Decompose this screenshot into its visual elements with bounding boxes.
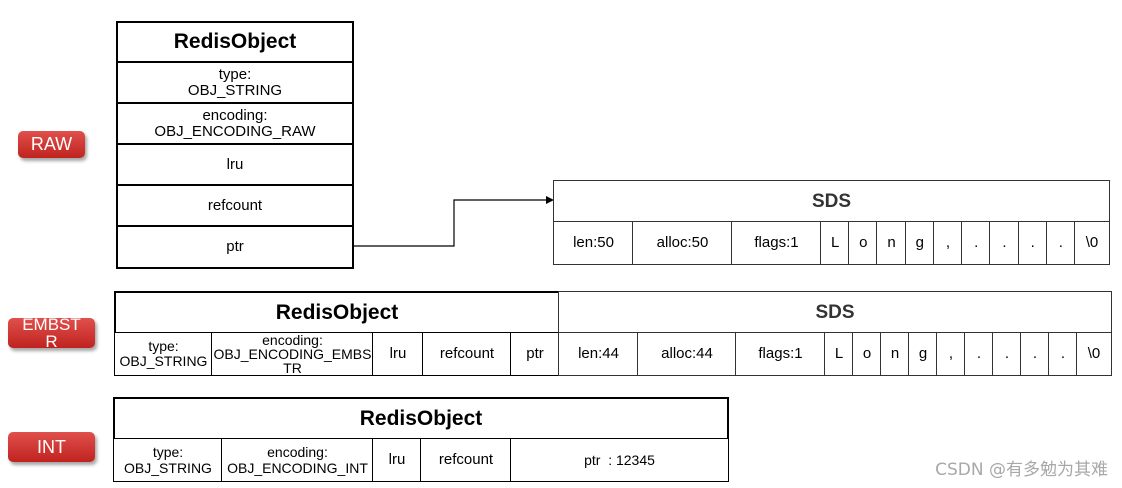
watermark: CSDN @有多勉为其难 [935, 460, 1108, 480]
raw-sds-len: len:50 [553, 221, 634, 265]
int-type-field: type: OBJ_STRING [113, 438, 223, 482]
raw-sds-alloc: alloc:50 [632, 221, 733, 265]
embstr-sds-flags: flags:1 [735, 332, 826, 376]
int-type-label: type: [152, 444, 184, 460]
embstr-lru-field: lru [372, 332, 424, 376]
raw-redisobject-title: RedisObject [116, 21, 354, 63]
int-redisobject-title: RedisObject [113, 397, 729, 440]
raw-sds-char-cell: . [1045, 221, 1076, 265]
embstr-sds-len: len:44 [558, 332, 639, 376]
raw-encoding-value: OBJ_ENCODING_RAW [154, 122, 316, 140]
embstr-encoding-field: encoding: OBJ_ENCODING_EMBSTR [211, 332, 374, 376]
embstr-sds-char-cell: n [880, 332, 910, 376]
raw-sds-char-cell: . [989, 221, 1020, 265]
raw-sds-char-cell: . [961, 221, 992, 265]
embstr-type-field: type: OBJ_STRING [114, 332, 213, 376]
raw-encoding-field: encoding: OBJ_ENCODING_RAW [116, 102, 354, 145]
embstr-redisobject-title: RedisObject [114, 291, 560, 334]
embstr-type-value: OBJ_STRING [119, 353, 208, 369]
int-encoding-label: encoding: [267, 444, 328, 460]
raw-encoding-label: encoding: [202, 106, 268, 124]
raw-sds-char-cell: n [876, 221, 907, 265]
embstr-label-text: EMBSTR [22, 315, 81, 351]
embstr-type-label: type: [148, 338, 179, 354]
raw-label: RAW [18, 131, 85, 158]
raw-sds-char-cell: . [1017, 221, 1048, 265]
embstr-sds-char-cell: \0 [1076, 332, 1112, 376]
raw-type-value: OBJ_STRING [187, 81, 283, 99]
embstr-sds-char-cell: . [992, 332, 1022, 376]
embstr-encoding-label: encoding: [262, 332, 323, 348]
embstr-encoding-value: OBJ_ENCODING_EMBSTR [213, 346, 372, 376]
int-type-value: OBJ_STRING [124, 460, 212, 476]
embstr-sds-char-cell: . [1020, 332, 1050, 376]
int-label: INT [8, 432, 95, 462]
embstr-refcount-field: refcount [422, 332, 512, 376]
embstr-sds-title: SDS [558, 291, 1112, 334]
raw-sds-char-cell: \0 [1074, 221, 1110, 265]
raw-sds-char-cell: g [904, 221, 935, 265]
embstr-label: EMBSTR [8, 315, 95, 351]
embstr-block: RedisObject SDS type: OBJ_STRING encodin… [114, 291, 1112, 376]
int-ptr-field: ptr : 12345 [510, 438, 729, 482]
embstr-sds-char-cell: . [964, 332, 994, 376]
raw-sds-title: SDS [553, 180, 1110, 223]
raw-redisobject: RedisObject type: OBJ_STRING encoding: O… [116, 21, 354, 269]
embstr-sds-char-cell: L [824, 332, 854, 376]
int-lru-field: lru [372, 438, 422, 482]
raw-type-label: type: [218, 65, 252, 83]
raw-ptr-field: ptr [116, 225, 354, 269]
embstr-ptr-field: ptr [510, 332, 560, 376]
embstr-sds-char-cell: g [908, 332, 938, 376]
embstr-sds-char-cell: , [936, 332, 966, 376]
raw-sds-char-cell: , [932, 221, 964, 265]
int-encoding-field: encoding: OBJ_ENCODING_INT [221, 438, 374, 482]
embstr-sds-char-cell: o [852, 332, 882, 376]
int-block: RedisObject type: OBJ_STRING encoding: O… [113, 397, 729, 482]
raw-sds-char-cell: L [820, 221, 851, 265]
int-encoding-value: OBJ_ENCODING_INT [227, 460, 368, 476]
embstr-sds-char-cell: . [1048, 332, 1078, 376]
raw-sds-flags: flags:1 [731, 221, 822, 265]
raw-type-field: type: OBJ_STRING [116, 61, 354, 104]
int-refcount-field: refcount [420, 438, 512, 482]
embstr-sds-alloc: alloc:44 [637, 332, 737, 376]
raw-sds-char-cell: o [848, 221, 879, 265]
